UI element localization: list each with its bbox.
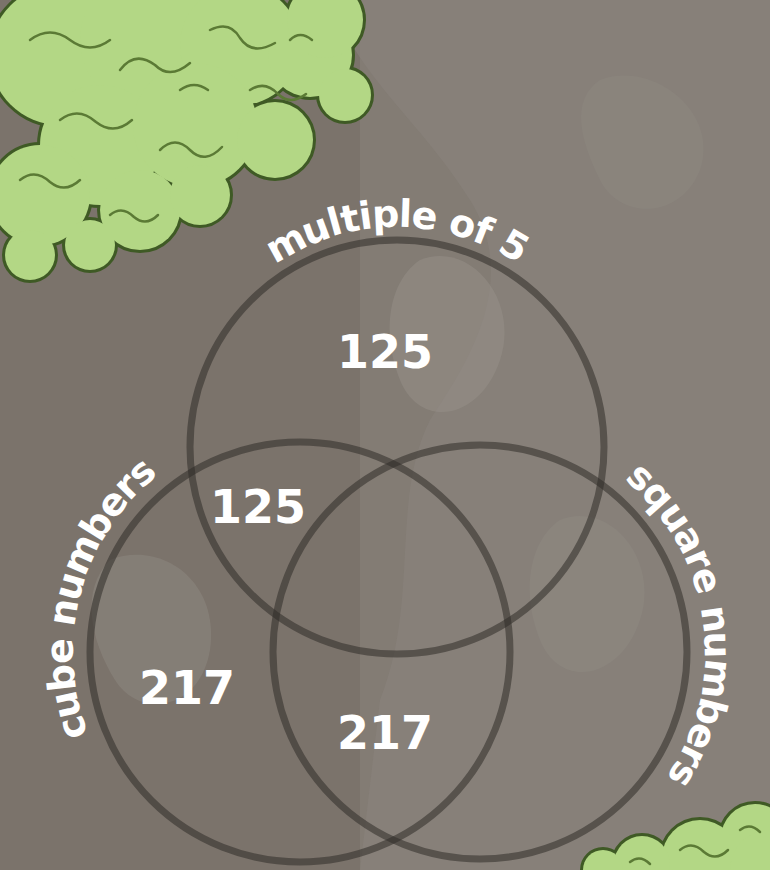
region-number: 217	[337, 710, 433, 756]
heading-letter: m	[695, 657, 737, 701]
venn-circle: square numbers	[265, 437, 695, 867]
set-heading: multiple of 5	[264, 193, 536, 267]
set-heading: square numbers	[621, 456, 739, 796]
heading-letter: n	[695, 602, 736, 634]
region-number: 125	[210, 484, 306, 530]
region-number: 125	[337, 329, 433, 375]
circle-outline	[90, 442, 510, 862]
heading-letter: u	[699, 631, 738, 659]
circle-outline	[265, 437, 695, 867]
region-number: 217	[139, 665, 235, 711]
heading-letter: 5	[493, 223, 535, 269]
heading-letter: e	[41, 638, 79, 664]
heading-letter: e	[410, 195, 440, 236]
circle-outline	[273, 445, 687, 859]
heading-letter: b	[41, 662, 82, 693]
heading-letter: p	[371, 195, 400, 234]
